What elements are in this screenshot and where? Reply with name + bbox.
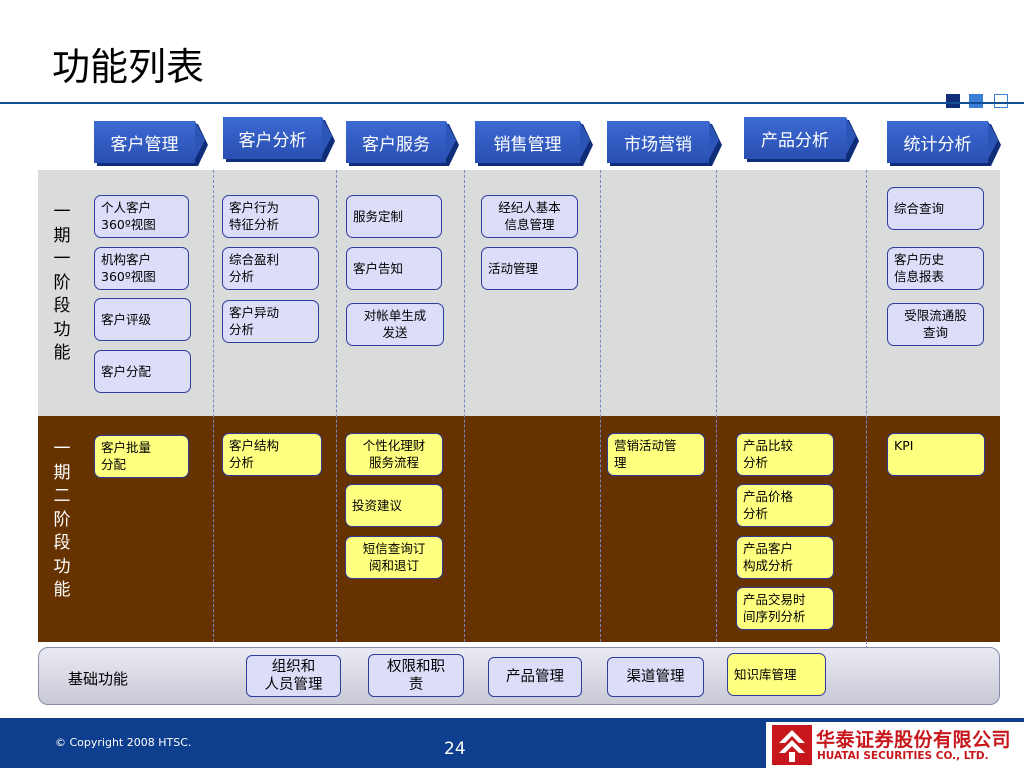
box-kpi: KPI [887,433,985,476]
page-number: 24 [444,739,466,759]
box-product-price: 产品价格 分析 [736,484,834,527]
box-customer-assignment: 客户分配 [94,350,191,393]
company-logo: 华泰证券股份有限公司 HUATAI SECURITIES CO., LTD. [766,722,1024,768]
column-divider [716,170,717,642]
box-history-report: 客户历史 信息报表 [887,247,984,290]
box-product-customer-composition: 产品客户 构成分析 [736,536,834,579]
box-broker-info: 经纪人基本 信息管理 [481,195,578,238]
header-customer-analysis: 客户分析 [223,117,335,162]
box-investment-advice: 投资建议 [345,484,443,527]
header-customer-service: 客户服务 [346,121,459,166]
box-general-query: 综合查询 [887,187,984,230]
box-anomaly-analysis: 客户异动 分析 [222,300,319,343]
box-product-comparison: 产品比较 分析 [736,433,834,476]
phase1-label: 一期一阶段功能 [53,202,71,363]
box-product-management: 产品管理 [488,657,582,697]
box-activity-management: 活动管理 [481,247,578,290]
box-permissions: 权限和职 责 [368,654,464,697]
box-restricted-shares-query: 受限流通股 查询 [887,303,984,346]
column-divider [464,170,465,642]
box-behavior-analysis: 客户行为 特征分析 [222,195,319,238]
box-profit-analysis: 综合盈利 分析 [222,247,319,290]
box-customer-rating: 客户评级 [94,298,191,341]
decor-square-1 [946,94,960,108]
box-marketing-activity: 营销活动管 理 [607,433,705,476]
phase2-band [38,416,1000,642]
box-product-trading-timeseries: 产品交易时 间序列分析 [736,587,834,630]
header-sales-management: 销售管理 [475,121,593,166]
box-statement-generation: 对帐单生成 发送 [346,303,444,346]
title-rule [0,102,1024,104]
copyright-text: © Copyright 2008 HTSC. [55,736,192,749]
decor-square-3 [994,94,1008,108]
box-structure-analysis: 客户结构 分析 [222,433,322,476]
box-knowledge-management: 知识库管理 [727,653,826,696]
column-divider [866,170,867,664]
column-divider [600,170,601,642]
header-customer-management: 客户管理 [94,121,208,166]
box-institution-customer-360: 机构客户 360º视图 [94,247,189,290]
box-batch-assignment: 客户批量 分配 [94,435,189,478]
box-service-customization: 服务定制 [346,195,442,238]
base-functions-label: 基础功能 [68,670,129,688]
box-sms-subscription: 短信查询订 阅和退订 [345,536,443,579]
company-name-en: HUATAI SECURITIES CO., LTD. [817,750,989,762]
box-personal-finance-service: 个性化理财 服务流程 [345,433,443,476]
column-divider [213,170,214,642]
phase2-label: 一期二阶段功能 [53,439,71,600]
box-channel-management: 渠道管理 [607,657,704,697]
header-statistics-analysis: 统计分析 [887,121,1001,166]
column-divider [336,170,337,642]
company-name-cn: 华泰证券股份有限公司 [816,729,1012,751]
decor-square-2 [969,94,983,108]
box-individual-customer-360: 个人客户 360º视图 [94,195,189,238]
huatai-logo-icon [772,725,812,765]
page-title: 功能列表 [52,45,205,89]
header-marketing: 市场营销 [607,121,722,166]
box-customer-notification: 客户告知 [346,247,442,290]
box-org-personnel: 组织和 人员管理 [246,655,341,697]
header-product-analysis: 产品分析 [744,117,859,162]
